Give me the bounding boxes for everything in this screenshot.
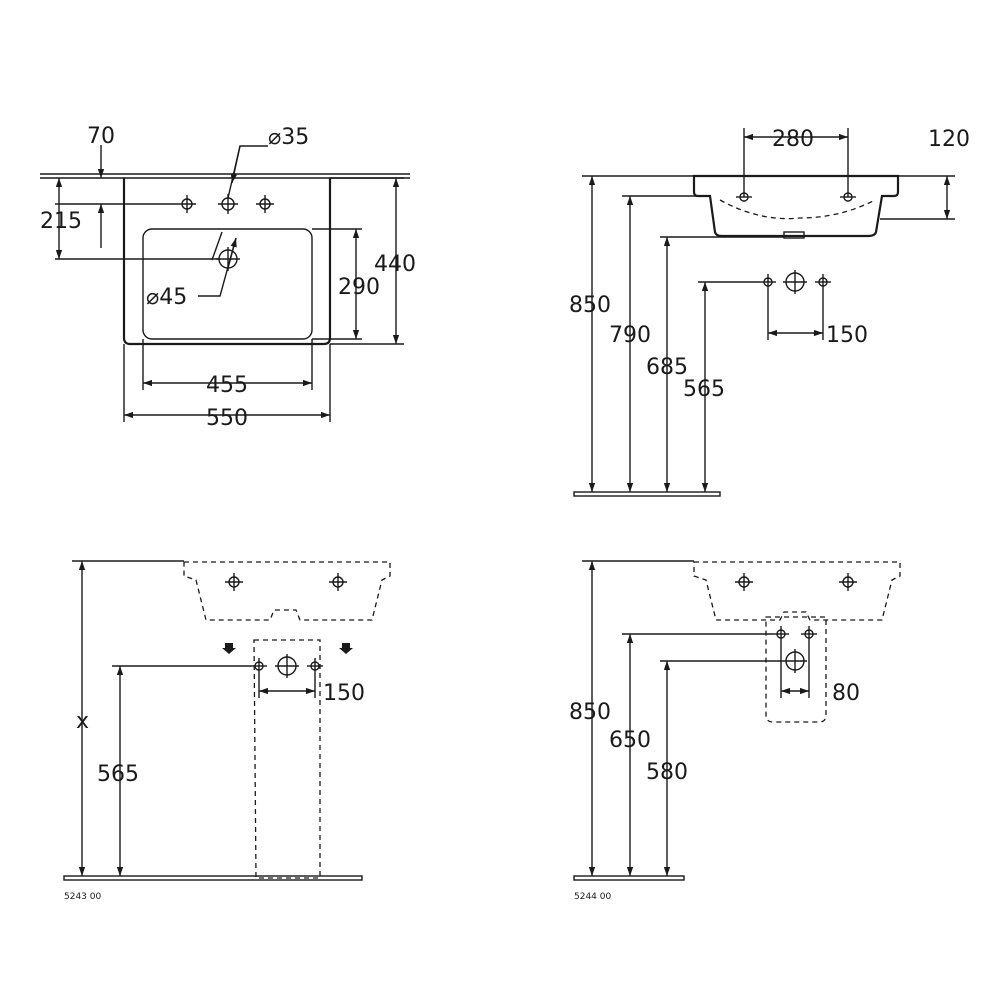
dim-565: 565 [683,377,725,402]
dim-215: 215 [40,209,82,234]
dim-565: 565 [97,762,139,787]
supply-valve-right [307,658,323,674]
waste-pipe [783,649,807,673]
supply-valve-right [801,626,817,642]
semi-pedestal-view: 850 650 580 80 5244 00 [569,560,901,902]
floor [573,875,685,881]
supply-valve-right [815,274,831,290]
waste-pipe [783,270,807,294]
dim-790: 790 [609,323,651,348]
dim-850: 850 [569,700,611,725]
dim-550: 550 [206,406,248,431]
dim-685: 685 [646,355,688,380]
dim-120: 120 [928,127,970,152]
dim-150: 150 [826,323,868,348]
front-elevation-view: 280 120 850 790 685 565 150 [569,127,970,497]
basin-hidden-outline [693,561,901,621]
article-code: 5243 00 [64,892,101,902]
floor [63,875,363,881]
supply-valve-left [251,658,267,674]
down-arrow-right-icon [339,643,353,654]
article-code: 5244 00 [574,892,611,902]
basin-outline [122,178,332,346]
dim-80: 80 [832,681,860,706]
dim-440: 440 [374,252,416,277]
tap-mark-left [225,573,243,591]
floor [573,491,721,497]
dim-850: 850 [569,293,611,318]
dim-290: 290 [338,275,380,300]
bowl-hidden-line [719,199,876,220]
tap-hole-right [256,195,274,213]
basin-hidden-outline [183,561,391,621]
dim-580: 580 [646,760,688,785]
tap-mark-right [839,573,857,591]
dim-280: 280 [772,127,814,152]
basin-front-outline [692,174,900,238]
dim-455: 455 [206,373,248,398]
basin-bowl [142,228,313,340]
dim-45: ⌀45 [146,285,187,310]
down-arrow-left-icon [222,643,236,654]
supply-valve-left [773,626,789,642]
tap-mark-left [735,573,753,591]
dim-35: ⌀35 [268,125,309,150]
dim-650: 650 [609,728,651,753]
tap-mark-right [329,573,347,591]
dim-70: 70 [87,124,115,149]
tap-hole-left [178,195,196,213]
dim-x: x [76,709,89,734]
supply-valve-left [760,274,776,290]
top-view: 70 ⌀35 215 290 440 ⌀45 455 550 [40,124,416,431]
waste-pipe [275,654,299,678]
pedestal-view: x 565 150 5243 00 [63,560,391,902]
dim-150: 150 [323,681,365,706]
